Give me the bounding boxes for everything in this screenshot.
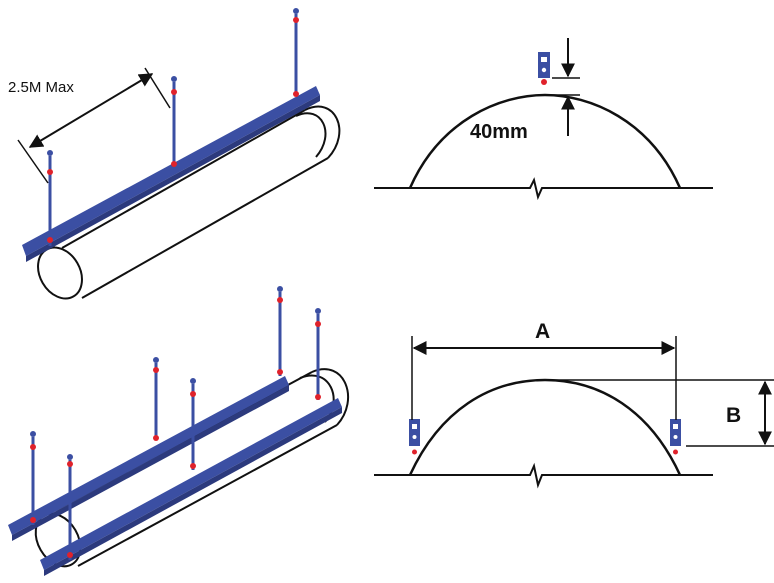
pipe-arc-top: [408, 93, 682, 189]
spacing-dimension: [17, 67, 171, 184]
hanger-rods-double: [31, 292, 320, 560]
sensor-clip-left: [409, 419, 420, 455]
pipe-single: [37, 105, 341, 300]
dimension-b: [548, 379, 774, 447]
ground-line-top: [374, 177, 713, 201]
hanger-markers-double: [30, 286, 321, 558]
double-rail-pipe-figure: [8, 286, 349, 576]
sensor-clip-right: [670, 419, 681, 455]
dim-b-label: B: [726, 404, 741, 427]
ground-line-bottom: [374, 462, 713, 489]
hanger-markers-single: [47, 8, 299, 243]
single-rail-pipe-figure: 2.5M Max: [8, 8, 341, 300]
clearance-profile-figure: 40mm: [374, 38, 713, 201]
clearance-label: 40mm: [470, 121, 528, 143]
rail-rear: [8, 376, 289, 541]
pipe-arc-bottom: [408, 378, 682, 476]
dim-a-label: A: [535, 320, 550, 343]
rail-single: [22, 86, 320, 262]
sensor-clip-top: [538, 52, 550, 85]
max-spacing-label: 2.5M Max: [8, 79, 74, 96]
rail-front: [40, 398, 342, 576]
clearance-dimension: [550, 38, 580, 136]
dimension-profile-figure: A B: [374, 320, 774, 489]
dimension-a: [411, 336, 677, 420]
